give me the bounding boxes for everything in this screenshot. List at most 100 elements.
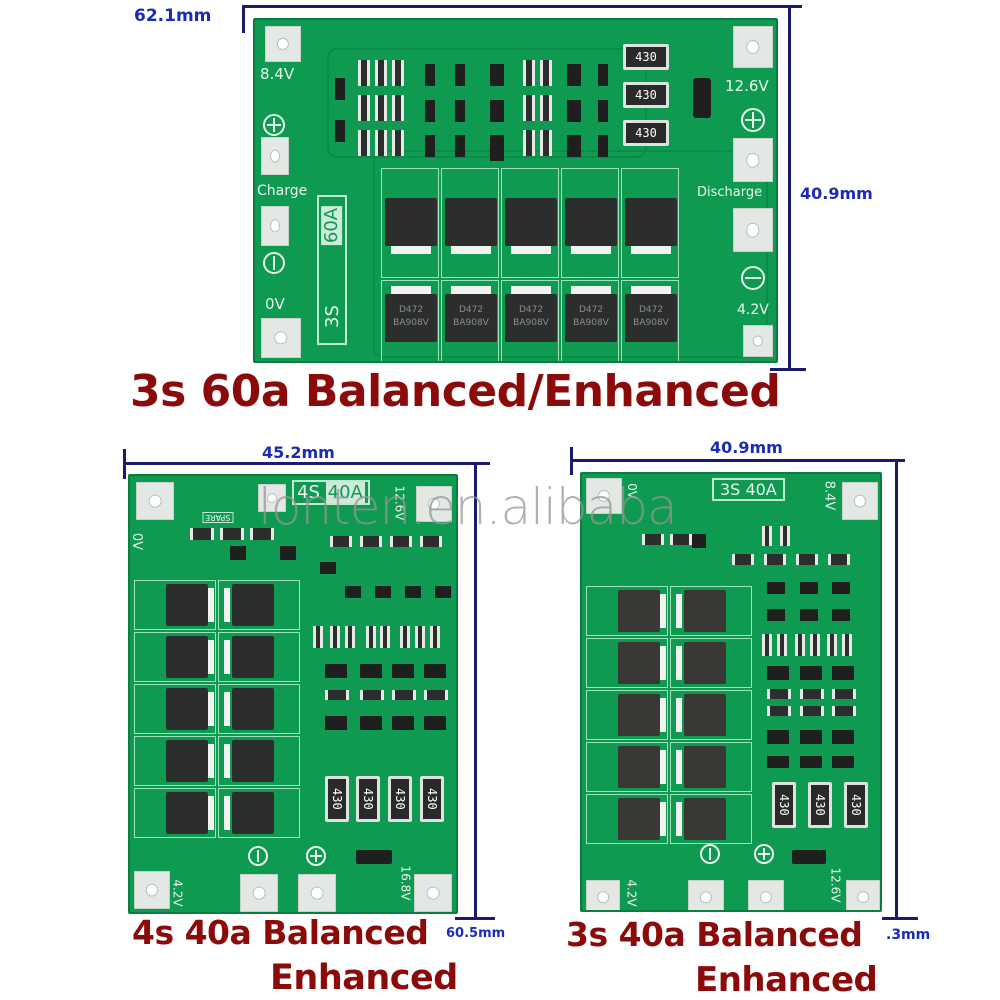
mosfet [618, 590, 660, 632]
watermark-text: lonten.en.alibaba [258, 478, 678, 536]
voltage-label-4-2v: 4.2V [170, 879, 185, 907]
height-dimension-label: 40.9mm [800, 184, 873, 203]
discharge-pad-12-6v [733, 26, 773, 68]
board-title-3s-40a-line2: Enhanced [695, 960, 878, 1000]
ground-pad-0v [586, 478, 622, 514]
voltage-label-4-2v: 4.2V [737, 302, 769, 318]
width-dimension-tick [570, 447, 573, 475]
mosfet [684, 746, 726, 788]
pcb-board-3s-40a: 0V 3S 40A 8.4V [580, 472, 882, 912]
plus-symbol-icon [263, 114, 285, 136]
minus-symbol-icon [248, 846, 268, 866]
board-marking-current: 60A [321, 205, 343, 246]
height-dimension-label: 60.5mm [446, 926, 506, 941]
pad-minus [240, 874, 278, 912]
mosfet [232, 740, 274, 782]
shunt-resistor: 430 [420, 776, 444, 822]
pad-plus [298, 874, 336, 912]
mosfet [684, 694, 726, 736]
minus-symbol-icon [741, 266, 765, 290]
diode [792, 850, 826, 864]
pad-top [258, 484, 286, 512]
board-marking-cells: 3S [720, 480, 741, 499]
board-title-4s-40a-line1: 4s 40a Balanced [132, 913, 429, 952]
voltage-label-16-8v: 16.8V [398, 865, 413, 901]
board-title-3s-60a: 3s 60a Balanced/Enhanced [130, 366, 781, 417]
mosfet [166, 688, 208, 730]
corner-label-0v: 0V [129, 532, 145, 551]
mosfet [166, 636, 208, 678]
height-dimension-label: .3mm [886, 927, 931, 943]
board-marking-model: 4S 40A [292, 480, 370, 505]
mosfet [166, 584, 208, 626]
shunt-resistor: 430 [772, 782, 796, 828]
board-title-4s-40a-line2: Enhanced [270, 958, 458, 998]
board-marking-model: 3S 40A [712, 478, 785, 501]
plus-symbol-icon [741, 108, 765, 132]
ground-pad-0v [261, 318, 301, 358]
charge-label: Charge [257, 183, 308, 199]
width-dimension-label: 45.2mm [262, 443, 335, 462]
width-dimension-label: 40.9mm [710, 438, 783, 457]
minus-symbol-icon [700, 844, 720, 864]
discharge-pad-plus [733, 138, 773, 182]
voltage-label-0v: 0V [265, 295, 285, 313]
shunt-resistor: 430 [623, 44, 669, 70]
voltage-label-12-6v: 12.6V [828, 867, 843, 903]
charge-pad-8-4v [265, 26, 301, 62]
plus-symbol-icon [306, 846, 326, 866]
mosfet [684, 798, 726, 840]
mosfet [618, 798, 660, 840]
voltage-label-8-4v: 8.4V [260, 65, 295, 83]
mosfet [618, 746, 660, 788]
pad-8-4v [842, 482, 878, 520]
board-marking-model: 60A 3S [317, 195, 347, 345]
pad-12-6v [846, 880, 880, 910]
shunt-resistor: 430 [325, 776, 349, 822]
mosfet [618, 642, 660, 684]
mosfet [232, 688, 274, 730]
ground-pad-0v [136, 482, 174, 520]
board-marking-cells: 3S [321, 305, 343, 328]
mosfet [625, 198, 677, 246]
height-dimension-line [895, 460, 898, 920]
pad-16-8v [414, 874, 452, 912]
voltage-label-4-2v: 4.2V [624, 879, 639, 907]
pad-12-6v [416, 486, 452, 522]
discharge-label: Discharge [697, 185, 763, 200]
minus-symbol-icon [263, 252, 285, 274]
shunt-resistor: 430 [844, 782, 868, 828]
pad-4-2v [743, 325, 773, 357]
mosfet [166, 740, 208, 782]
height-dimension-line [474, 465, 477, 920]
diode [356, 850, 392, 864]
mosfet [684, 642, 726, 684]
shunt-resistor: 430 [808, 782, 832, 828]
diode [693, 78, 711, 118]
mosfet [618, 694, 660, 736]
shunt-resistor: 430 [388, 776, 412, 822]
charge-pad-plus [261, 137, 289, 175]
shunt-resistor: 430 [623, 120, 669, 146]
width-dimension-line [242, 5, 802, 8]
board-marking-cells: 4S [297, 482, 320, 503]
mosfet [232, 584, 274, 626]
width-dimension-label: 62.1mm [134, 6, 212, 26]
mosfet [232, 792, 274, 834]
spare-label: SPARE [202, 512, 234, 523]
board-title-3s-40a-line1: 3s 40a Balanced [566, 915, 863, 954]
mosfet [385, 198, 437, 246]
pad-4-2v [586, 880, 620, 910]
pad-minus [688, 880, 724, 910]
charge-pad-minus [261, 206, 289, 246]
voltage-label-8-4v: 8.4V [821, 480, 837, 511]
height-dimension-line [788, 5, 791, 370]
shunt-resistor: 430 [356, 776, 380, 822]
mosfet [445, 198, 497, 246]
mosfet [684, 590, 726, 632]
